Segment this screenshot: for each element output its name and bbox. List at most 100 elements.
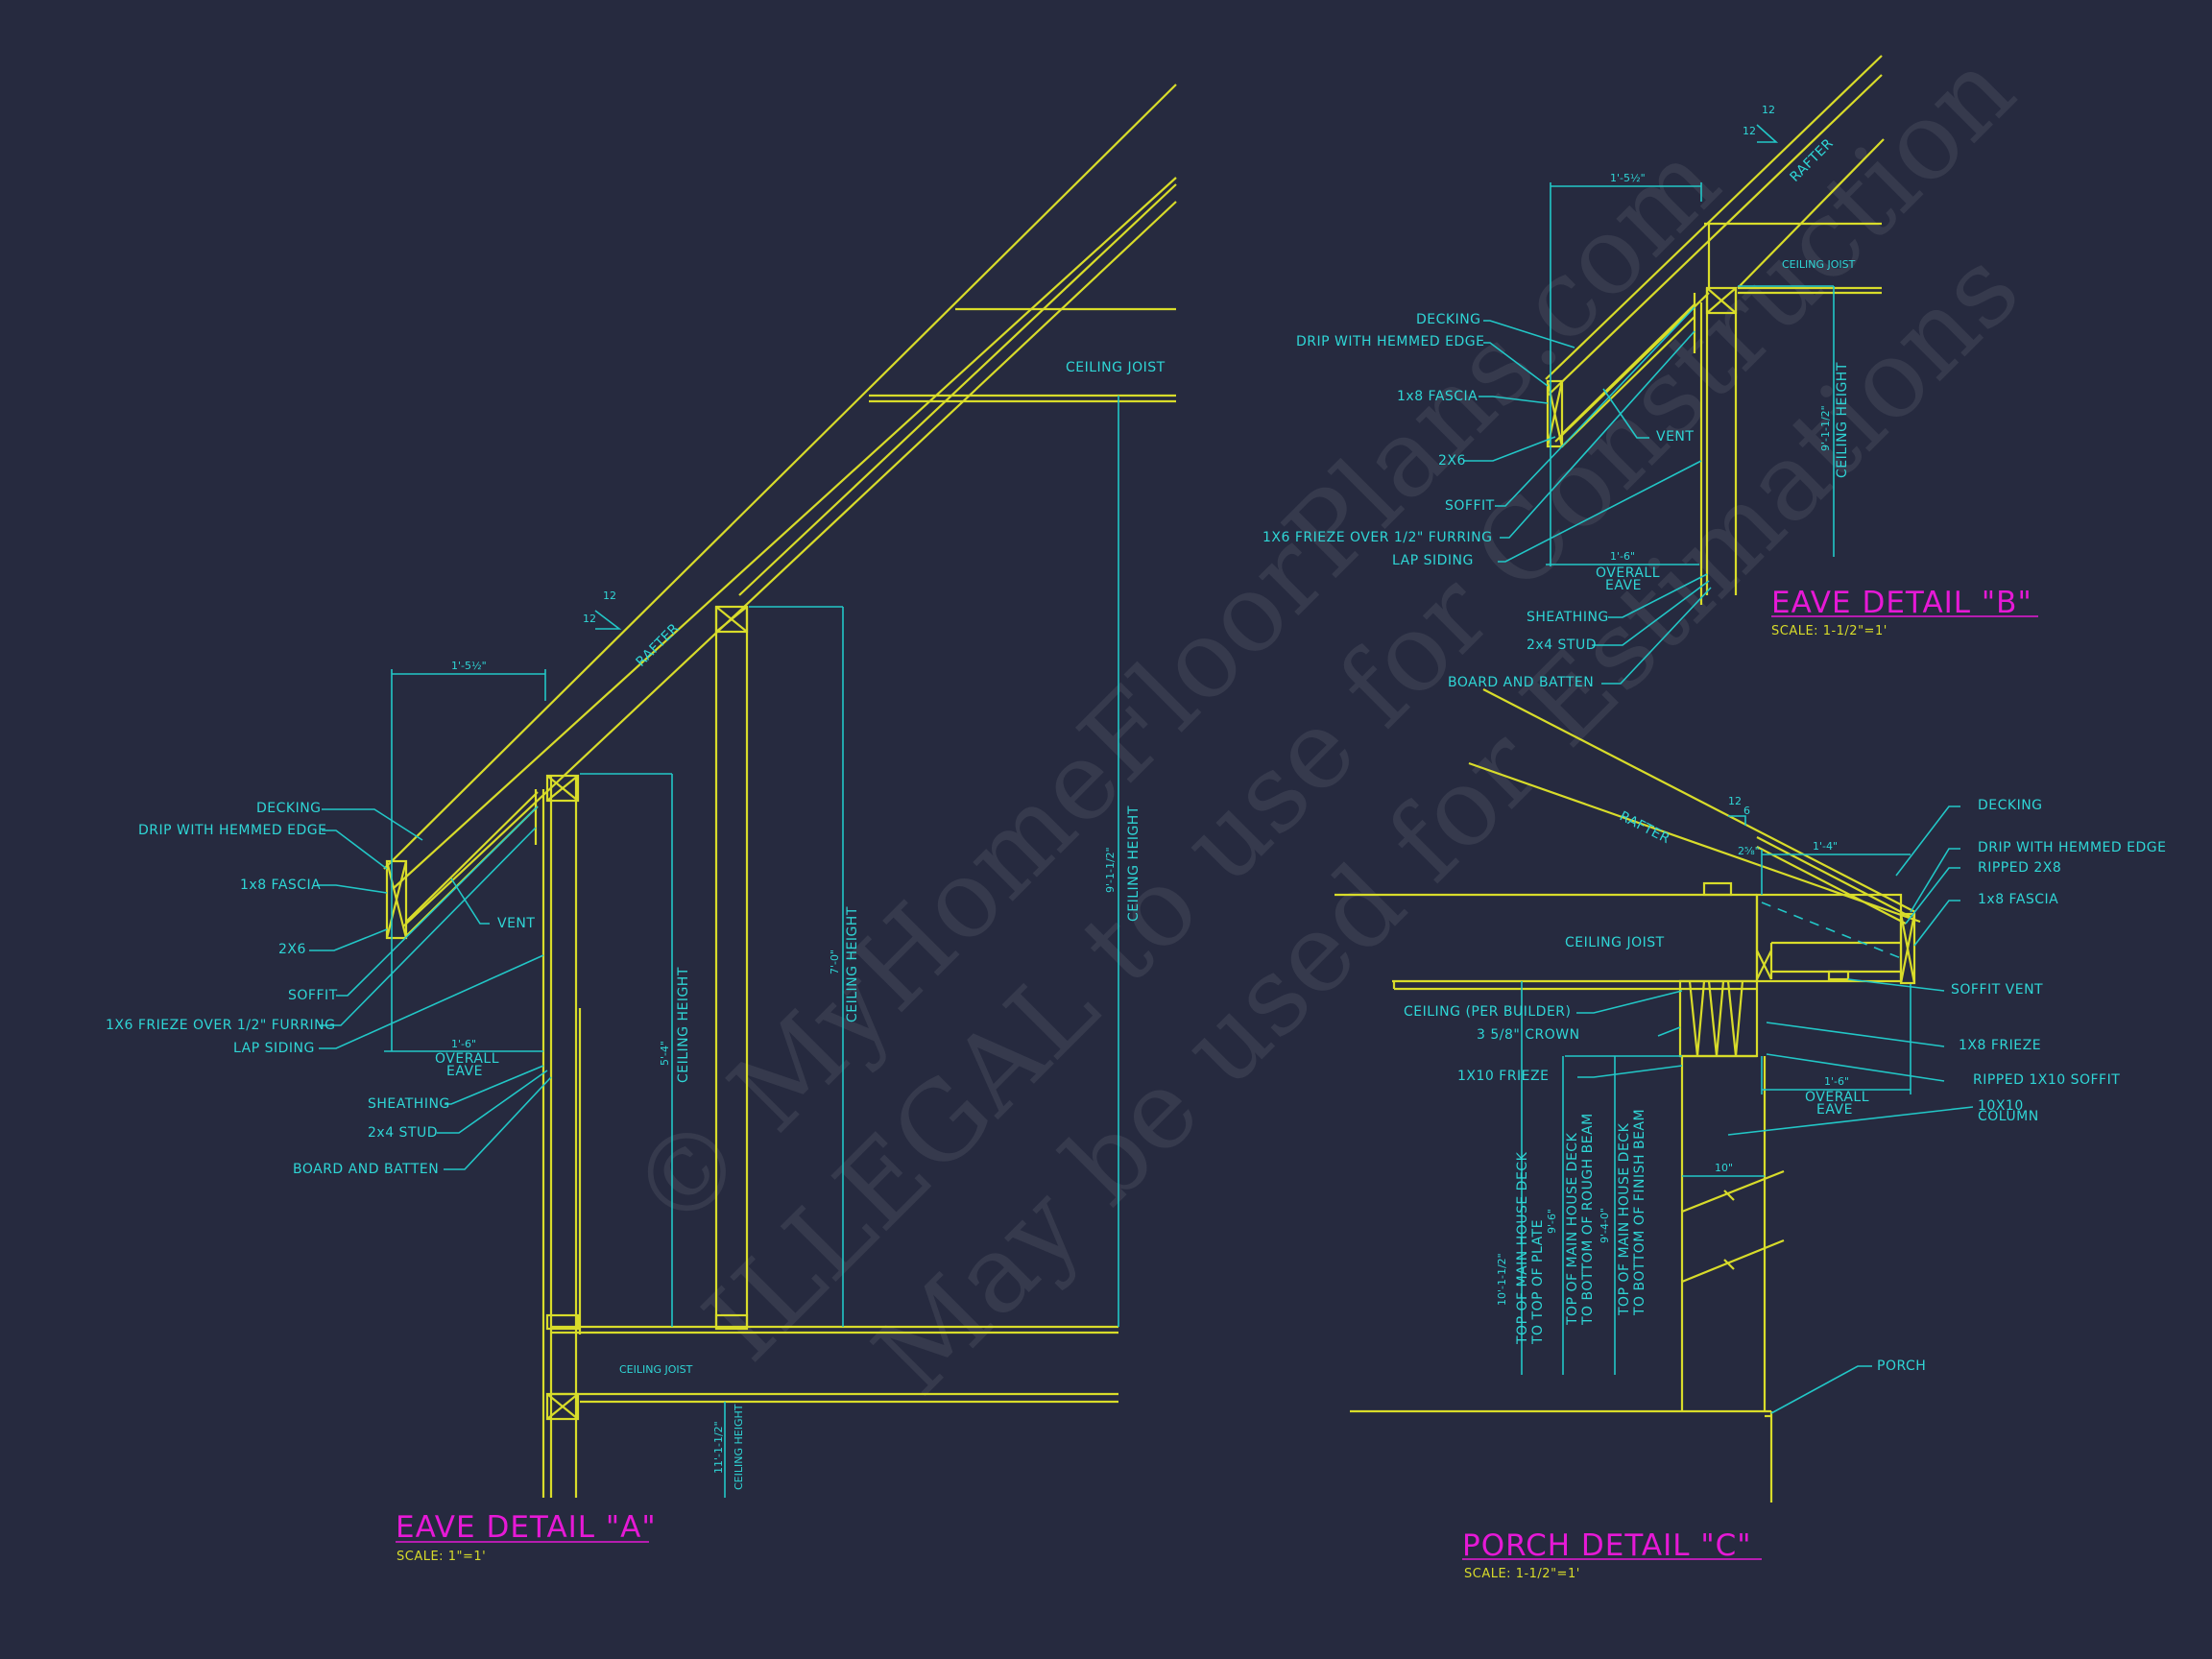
a-rafter-label: RAFTER <box>634 620 683 669</box>
detail-c-dimensions <box>1521 815 1911 1375</box>
detail-c-leaders <box>1576 805 1974 1414</box>
a-top-overhang-dim: 1'-5½" <box>451 660 487 672</box>
c-rough-beam-label-2: TO BOTTOM OF ROUGH BEAM <box>1580 1113 1596 1326</box>
detail-a-scale: SCALE: 1"=1' <box>397 1550 486 1564</box>
b-overall-eave-1: OVERALL <box>1596 565 1660 581</box>
a-vent-label: VENT <box>497 916 535 931</box>
b-sheathing-label: SHEATHING <box>1527 610 1609 625</box>
watermark: © MyHomeFloorPlans.com ILLEGAL to use fo… <box>607 28 2043 1419</box>
c-ceiling-joist-label: CEILING JOIST <box>1565 935 1665 950</box>
c-fascia-label: 1x8 FASCIA <box>1978 892 2058 907</box>
c-top-dim: 1'-4" <box>1813 840 1838 853</box>
detail-b-rafter <box>1545 55 1885 443</box>
detail-b-dimensions <box>1546 124 1835 566</box>
detail-b-scale: SCALE: 1-1/2"=1' <box>1771 624 1887 638</box>
c-crown-label: 3 5/8" CROWN <box>1477 1027 1580 1043</box>
c-rafter-label: RAFTER <box>1617 808 1672 847</box>
b-top-overhang-dim: 1'-5½" <box>1610 172 1646 184</box>
c-ceiling-label: CEILING (PER BUILDER) <box>1404 1004 1571 1020</box>
c-top-plate-label-1: TOP OF MAIN HOUSE DECK <box>1515 1151 1530 1345</box>
a-h3-dim: 9'-1-1/2" <box>1104 847 1117 893</box>
detail-c-pitch-triangle <box>1728 815 1746 826</box>
a-ceiling-height-1: CEILING HEIGHT <box>676 967 691 1083</box>
detail-a-leaders <box>309 805 552 1170</box>
c-ripped-soffit-label: RIPPED 1X10 SOFFIT <box>1973 1072 2120 1088</box>
a-ceiling-height-4: CEILING HEIGHT <box>733 1404 745 1490</box>
b-fascia-label: 1x8 FASCIA <box>1397 389 1478 404</box>
detail-c-title: PORCH DETAIL "C" <box>1462 1528 1752 1563</box>
a-sheathing-label: SHEATHING <box>368 1096 450 1112</box>
b-overall-eave-2: EAVE <box>1605 578 1642 593</box>
a-pitch-run: 12 <box>583 613 596 625</box>
b-pitch-run: 12 <box>1743 125 1756 137</box>
b-drip-label: DRIP WITH HEMMED EDGE <box>1296 334 1484 349</box>
a-decking-label: DECKING <box>256 801 322 816</box>
b-board-batten-label: BOARD AND BATTEN <box>1448 675 1594 690</box>
c-soffit-vent-label: SOFFIT VENT <box>1951 982 2043 998</box>
detail-b-title: EAVE DETAIL "B" <box>1771 586 2032 620</box>
c-column-label-1: 10X10 <box>1978 1098 2024 1114</box>
a-h4-dim: 11'-1-1/2" <box>712 1421 725 1474</box>
a-ceiling-joist-bottom-label: CEILING JOIST <box>619 1363 693 1376</box>
c-decking-label: DECKING <box>1978 798 2043 813</box>
a-overall-eave-dim: 1'-6" <box>451 1038 476 1050</box>
c-overall-eave-1: OVERALL <box>1805 1090 1869 1105</box>
c-overall-eave-dim: 1'-6" <box>1824 1075 1849 1088</box>
c-d2-dim: 9'-6" <box>1546 1209 1558 1234</box>
a-ceiling-height-2: CEILING HEIGHT <box>845 906 860 1022</box>
detail-a-walls <box>534 605 1118 1498</box>
a-stud-label: 2x4 STUD <box>368 1125 438 1141</box>
b-decking-label: DECKING <box>1416 312 1481 327</box>
detail-a-pitch-triangle <box>594 610 622 630</box>
detail-a: DECKING DRIP WITH HEMMED EDGE 1x8 FASCIA… <box>106 84 1177 1564</box>
b-lap-siding-label: LAP SIDING <box>1392 553 1474 568</box>
a-ceiling-joist-top-label: CEILING JOIST <box>1066 360 1166 375</box>
c-ripped-2x8-label: RIPPED 2X8 <box>1978 860 2061 876</box>
detail-c-beam-column <box>1350 979 1785 1503</box>
detail-c-scale: SCALE: 1-1/2"=1' <box>1464 1567 1580 1581</box>
a-overall-eave-1: OVERALL <box>435 1051 499 1067</box>
a-h2-dim: 7'-0" <box>829 950 841 974</box>
c-d3-dim: 9'-4-0" <box>1599 1208 1611 1243</box>
watermark-line-2: ILLEGAL to use for Construction <box>681 28 2038 1385</box>
a-soffit-label: SOFFIT <box>288 988 338 1003</box>
a-overall-eave-2: EAVE <box>446 1064 483 1079</box>
detail-c: DECKING DRIP WITH HEMMED EDGE RIPPED 2X8… <box>1334 688 2166 1581</box>
c-small-dim: 2⅝" <box>1738 845 1760 857</box>
c-top-plate-label-2: TO TOP OF PLATE <box>1530 1219 1546 1345</box>
b-height-dim: 9'-1-1/2" <box>1819 405 1832 451</box>
a-frieze-label: 1X6 FRIEZE OVER 1/2" FURRING <box>106 1018 336 1033</box>
c-ten-dim: 10" <box>1715 1162 1733 1174</box>
b-vent-label: VENT <box>1656 429 1694 445</box>
b-overall-eave-dim: 1'-6" <box>1610 550 1635 563</box>
a-2x6-label: 2X6 <box>278 942 306 957</box>
c-finish-beam-label-1: TOP OF MAIN HOUSE DECK <box>1617 1122 1632 1316</box>
detail-b-pitch-triangle <box>1756 124 1779 143</box>
detail-a-rafter <box>383 84 1177 927</box>
b-pitch-rise: 12 <box>1762 104 1775 116</box>
a-h1-dim: 5'-4" <box>659 1041 671 1066</box>
c-frieze-1x10-label: 1X10 FRIEZE <box>1457 1069 1549 1084</box>
detail-b-fascia <box>1546 303 1695 448</box>
b-frieze-label: 1X6 FRIEZE OVER 1/2" FURRING <box>1262 530 1493 545</box>
a-fascia-label: 1x8 FASCIA <box>240 878 321 893</box>
b-soffit-label: SOFFIT <box>1445 498 1495 514</box>
a-board-batten-label: BOARD AND BATTEN <box>293 1162 439 1177</box>
b-2x6-label: 2X6 <box>1438 453 1466 469</box>
detail-a-dimensions <box>384 396 1119 1498</box>
a-pitch-rise: 12 <box>603 589 616 602</box>
detail-c-eave <box>1755 893 1916 985</box>
a-drip-label: DRIP WITH HEMMED EDGE <box>138 823 326 838</box>
c-rough-beam-label-1: TOP OF MAIN HOUSE DECK <box>1565 1132 1580 1326</box>
c-drip-label: DRIP WITH HEMMED EDGE <box>1978 840 2166 855</box>
c-frieze-1x8-label: 1X8 FRIEZE <box>1959 1038 2041 1053</box>
c-overall-eave-2: EAVE <box>1816 1102 1853 1118</box>
b-ceiling-height-label: CEILING HEIGHT <box>1835 362 1850 478</box>
detail-b-walls <box>1693 223 1738 605</box>
c-porch-label: PORCH <box>1877 1358 1926 1374</box>
c-finish-beam-label-2: TO BOTTOM OF FINISH BEAM <box>1632 1109 1647 1316</box>
a-ceiling-height-3: CEILING HEIGHT <box>1126 805 1142 922</box>
detail-b-leaders <box>1464 306 1712 685</box>
